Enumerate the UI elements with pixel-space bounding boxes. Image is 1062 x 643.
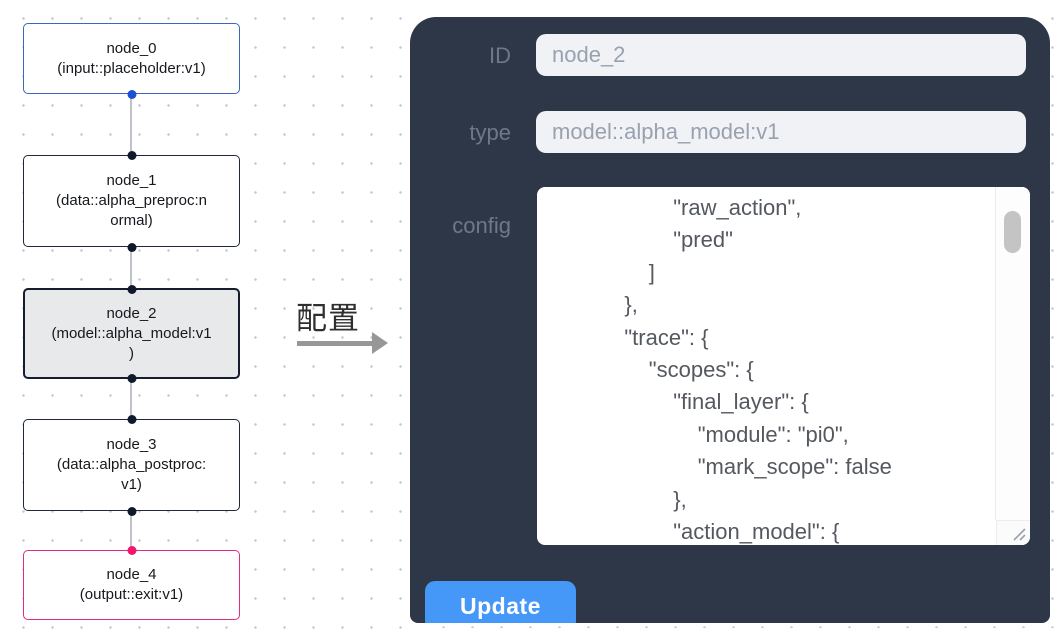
resize-grip-icon [1013,528,1026,541]
config-scrollbar-track[interactable] [995,187,1030,520]
config-field-label: config [452,213,511,238]
graph-node-node_0[interactable]: node_0 (input::placeholder:v1) [23,23,240,99]
graph-node-node_4[interactable]: node_4 (output::exit:v1) [23,545,240,620]
node-config-panel: ID type config "raw_action", "pred" ] },… [410,17,1050,623]
node-label: node_4 (output::exit:v1) [79,566,184,603]
node-label: node_1 (data::alpha_preproc:n ormal) [56,172,207,229]
edge-node3-node4 [130,511,132,550]
node_3-source-handle[interactable] [127,506,136,516]
arrow-line [297,341,374,346]
arrow-head-icon [372,332,388,354]
node_1-source-handle[interactable] [127,242,136,252]
type-input[interactable] [536,111,1026,153]
textarea-resize-handle[interactable] [996,520,1030,545]
graph-node-node_2-selected[interactable]: node_2 (model::alpha_model:v1 ) [23,284,240,383]
node_4-target-handle[interactable] [127,545,136,555]
config-scrollbar-thumb[interactable] [1004,211,1021,253]
configure-label: 配置 [296,301,360,336]
edge-node0-node1 [130,94,132,155]
node-label: node_3 (data::alpha_postproc: v1) [56,436,207,493]
graph-node-node_1[interactable]: node_1 (data::alpha_preproc:n ormal) [23,150,240,252]
edge-node2-node3 [130,379,132,419]
node-label: node_2 (model::alpha_model:v1 ) [51,304,212,362]
id-field-label: ID [489,43,511,68]
config-textarea[interactable]: "raw_action", "pred" ] }, "trace": { "sc… [537,187,1030,545]
update-button[interactable]: Update [425,581,576,623]
graph-node-node_3[interactable]: node_3 (data::alpha_postproc: v1) [23,414,240,516]
node_2-target-handle[interactable] [127,284,136,294]
edge-node1-node2 [130,247,132,288]
node_3-target-handle[interactable] [127,414,136,424]
node_1-target-handle[interactable] [127,150,136,160]
node_0-source-handle[interactable] [127,89,136,99]
type-field-label: type [469,120,511,145]
node-label: node_0 (input::placeholder:v1) [57,39,206,77]
id-input[interactable] [536,34,1026,76]
node_2-source-handle[interactable] [127,373,136,383]
config-json-text: "raw_action", "pred" ] }, "trace": { "sc… [624,195,892,545]
